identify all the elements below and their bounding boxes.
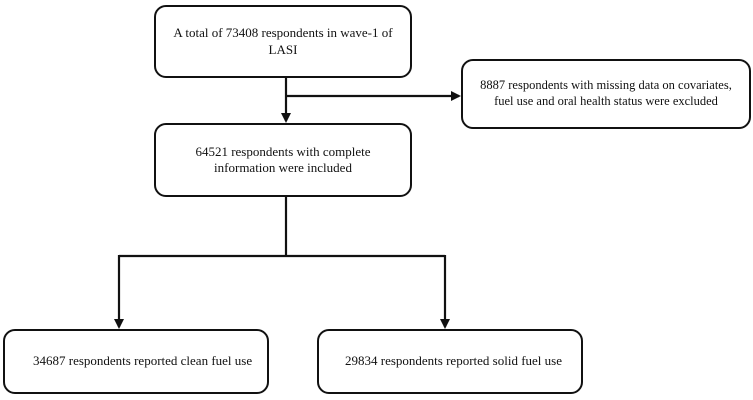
- excluded-respondents-text: 8887 respondents with missing data on co…: [480, 78, 732, 108]
- solid-fuel-text: 29834 respondents reported solid fuel us…: [345, 353, 562, 369]
- clean-fuel-text: 34687 respondents reported clean fuel us…: [33, 353, 253, 369]
- clean-fuel-box: 34687 respondents reported clean fuel us…: [3, 329, 269, 394]
- solid-fuel-box: 29834 respondents reported solid fuel us…: [317, 329, 583, 394]
- total-respondents-box: A total of 73408 respondents in wave-1 o…: [154, 5, 412, 78]
- excluded-respondents-box: 8887 respondents with missing data on co…: [461, 59, 751, 129]
- complete-information-text: 64521 respondents with complete informat…: [195, 143, 371, 175]
- total-respondents-text: A total of 73408 respondents in wave-1 o…: [173, 25, 393, 57]
- complete-information-box: 64521 respondents with complete informat…: [154, 123, 412, 197]
